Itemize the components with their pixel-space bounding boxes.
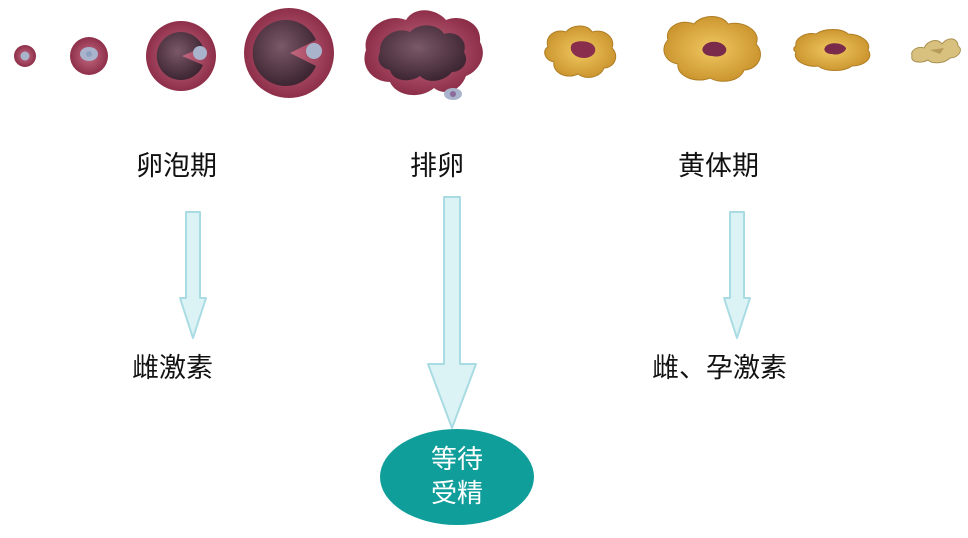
hormone-label-estrogen-progesterone: 雌、孕激素 [652, 353, 787, 384]
fertilization-text: 等待 受精 [380, 443, 534, 511]
fertilization-line1: 等待 [430, 445, 483, 475]
primary-follicle [70, 37, 108, 75]
fertilization-line2: 受精 [430, 479, 483, 509]
arrow-ovulation-to-fertilization [427, 196, 477, 429]
hormone-label-estrogen: 雌激素 [132, 353, 213, 384]
mature-follicle [244, 8, 334, 98]
arrow-luteal-to-hormones [723, 211, 751, 339]
primordial-follicle [14, 45, 36, 67]
fertilization-oval [380, 429, 534, 525]
corpus-luteum-mature [663, 16, 761, 82]
stage-label-follicular: 卵泡期 [136, 151, 217, 182]
ruptured-follicle [364, 10, 483, 100]
corpus-albicans [911, 38, 961, 64]
secondary-follicle [146, 21, 216, 91]
corpus-luteum-early [544, 25, 617, 78]
arrow-follicular-to-estrogen [179, 211, 207, 339]
corpus-luteum-late [793, 29, 871, 71]
stage-label-luteal: 黄体期 [678, 151, 759, 182]
stage-label-ovulation: 排卵 [410, 151, 464, 182]
